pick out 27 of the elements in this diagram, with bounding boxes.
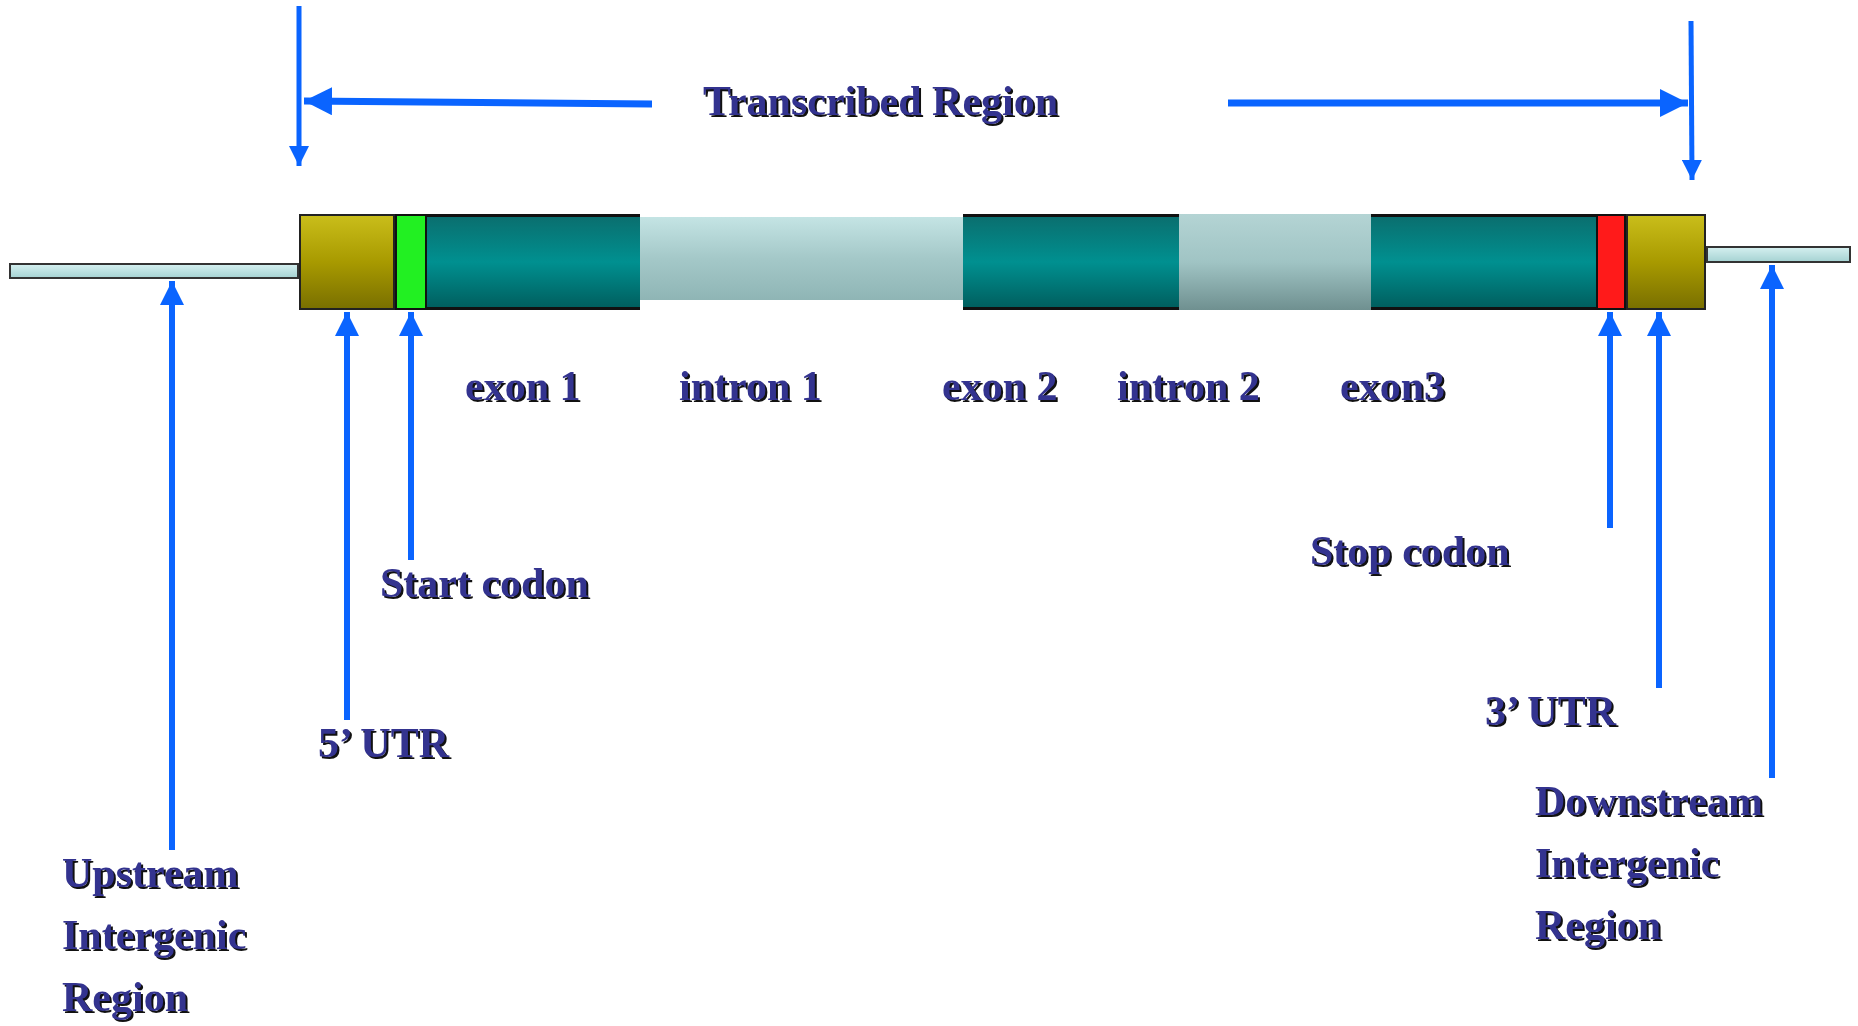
region-label: 3’ UTR xyxy=(1485,680,1670,742)
region-label: Transcribed Region xyxy=(703,77,1059,126)
exon-block xyxy=(427,214,640,310)
leader-arrow xyxy=(335,312,359,720)
segment-label: intron 1 xyxy=(679,362,822,411)
leader-arrow xyxy=(399,312,423,560)
region-label: Stop codon xyxy=(1310,520,1620,582)
utr-block xyxy=(1626,214,1706,310)
start-codon-block xyxy=(395,214,427,310)
intron-block xyxy=(640,217,963,300)
segment-label: exon 1 xyxy=(465,362,581,411)
region-label: Start codon xyxy=(380,552,680,614)
leader-arrow xyxy=(1598,312,1622,528)
region-label: Downstream Intergenic Region xyxy=(1535,770,1855,956)
leader-arrow xyxy=(1760,265,1784,778)
exon-block xyxy=(963,214,1179,310)
utr-block xyxy=(299,214,395,310)
stop-codon-block xyxy=(1596,214,1626,310)
region-label: 5’ UTR xyxy=(318,712,518,774)
region-label: Upstream Intergenic Region xyxy=(62,842,332,1026)
intron-block xyxy=(1179,214,1371,310)
segment-label: exon3 xyxy=(1340,362,1445,411)
segment-label: intron 2 xyxy=(1117,362,1260,411)
leader-arrow xyxy=(1647,312,1671,688)
exon-block xyxy=(1371,214,1596,310)
segment-label: exon 2 xyxy=(942,362,1058,411)
leader-arrow xyxy=(160,281,184,850)
